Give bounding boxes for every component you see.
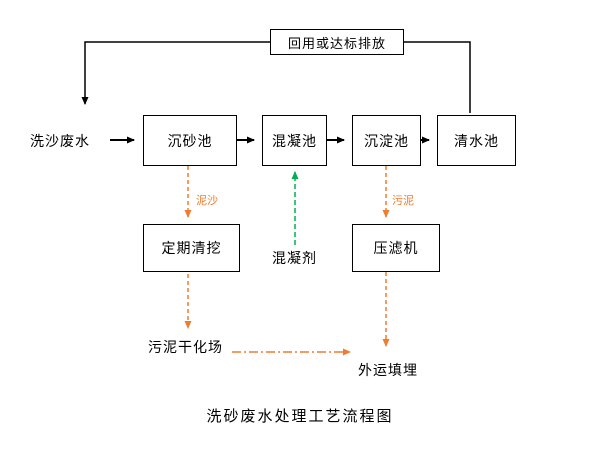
coagulant-label: 混凝剂: [272, 251, 317, 267]
grit-tank-box: 沉砂池: [143, 115, 237, 166]
clean-water-tank-box: 清水池: [437, 115, 516, 166]
landfill-label: 外运填埋: [358, 363, 418, 379]
sedimentation-tank-box: 沉淀池: [352, 115, 421, 166]
coagulation-tank-box: 混凝池: [262, 115, 327, 166]
periodic-dredging-box: 定期清挖: [143, 224, 240, 272]
sludge-drying-field-label: 污泥干化场: [148, 340, 223, 356]
filter-press-box: 压滤机: [352, 224, 440, 272]
influent-label: 洗沙废水: [30, 134, 90, 150]
diagram-title: 洗砂废水处理工艺流程图: [206, 407, 394, 425]
sediment-label: 泥沙: [196, 194, 218, 207]
feedback-label: 回用或达标排放: [270, 29, 404, 55]
sludge-label: 污泥: [392, 194, 414, 207]
